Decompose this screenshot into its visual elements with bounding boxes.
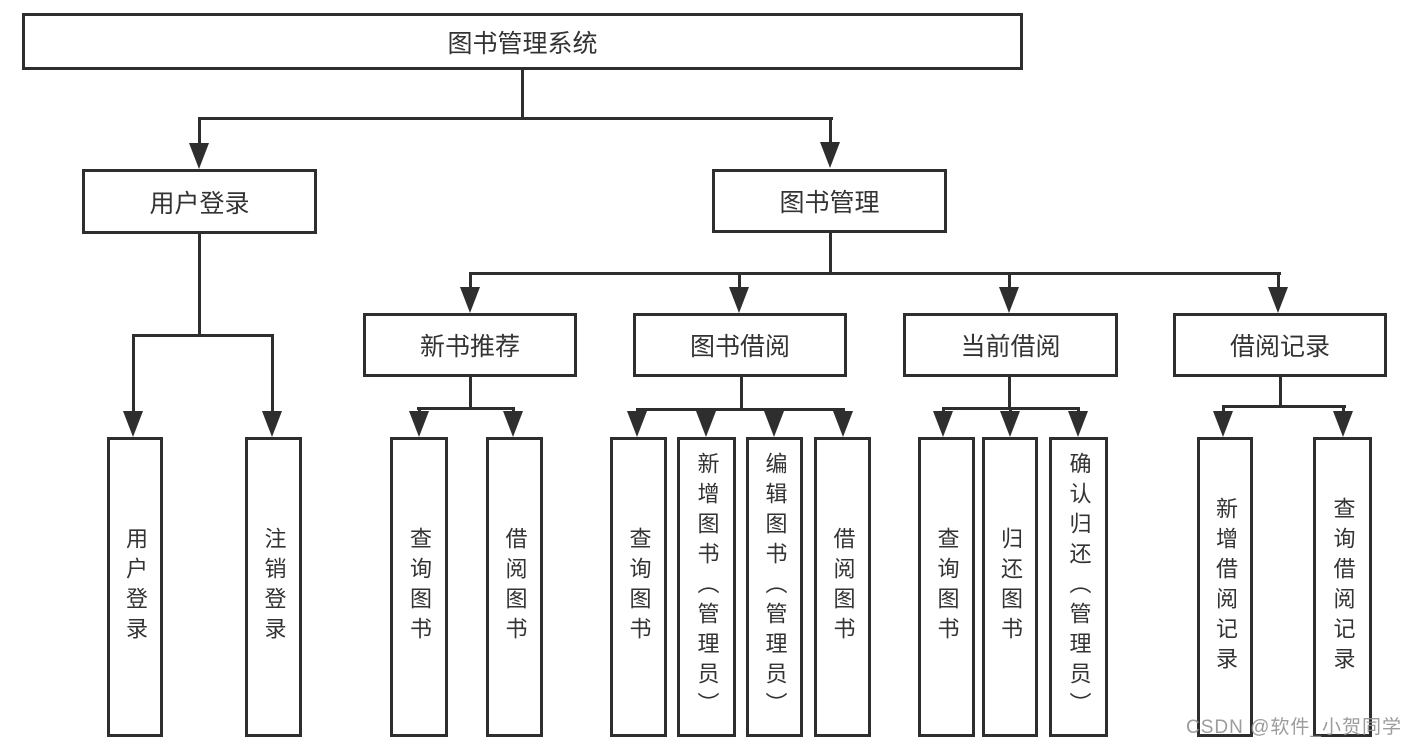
node-label: 图书管理 (779, 189, 880, 217)
connector-line (636, 408, 845, 411)
connector-line (521, 69, 524, 120)
leaf-return-books: 归还图书 (982, 437, 1038, 737)
arrowhead-down-icon (1333, 411, 1353, 437)
connector-line (1008, 272, 1011, 290)
leaf-label: 用户登录 (123, 527, 148, 647)
node-book-management: 图书管理 (712, 169, 947, 233)
arrowhead-down-icon (1000, 411, 1020, 437)
leaf-label: 注销登录 (261, 527, 287, 647)
arrowhead-down-icon (189, 143, 209, 169)
arrowhead-down-icon (409, 411, 429, 437)
leaf-label: 归还图书 (998, 527, 1023, 647)
arrowhead-down-icon (764, 411, 784, 437)
leaf-label: 确认归还（管理员） (1066, 452, 1092, 722)
leaf-query-borrow-record: 查询借阅记录 (1313, 437, 1372, 737)
leaf-label: 新增图书（管理员） (694, 452, 720, 722)
connector-line (469, 272, 1281, 275)
connector-line (829, 233, 832, 275)
arrowhead-down-icon (1213, 411, 1233, 437)
node-borrowing-records: 借阅记录 (1173, 313, 1387, 377)
leaf-add-books-admin: 新增图书（管理员） (677, 437, 736, 737)
arrowhead-down-icon (503, 411, 523, 437)
arrowhead-down-icon (123, 411, 143, 437)
connector-line (738, 272, 741, 290)
connector-line (132, 334, 274, 337)
connector-line (198, 117, 201, 149)
connector-line (198, 117, 833, 120)
connector-line (271, 334, 274, 414)
leaf-borrow-books: 借阅图书 (814, 437, 871, 737)
leaf-query-books-recommend: 查询图书 (390, 437, 448, 737)
leaf-edit-books-admin: 编辑图书（管理员） (746, 437, 803, 737)
leaf-query-books-current: 查询图书 (918, 437, 975, 737)
connector-line (469, 272, 472, 290)
leaf-label: 编辑图书（管理员） (762, 452, 788, 722)
arrowhead-down-icon (729, 287, 749, 313)
leaf-label: 借阅图书 (502, 527, 528, 647)
connector-line (417, 407, 515, 410)
leaf-label: 查询图书 (626, 527, 652, 647)
connector-line (1222, 405, 1346, 408)
connector-line (740, 377, 743, 411)
arrowhead-down-icon (262, 411, 282, 437)
node-current-borrowing: 当前借阅 (903, 313, 1118, 377)
leaf-logout: 注销登录 (245, 437, 302, 737)
leaf-query-books-borrow: 查询图书 (610, 437, 667, 737)
arrowhead-down-icon (460, 287, 480, 313)
leaf-add-borrow-record: 新增借阅记录 (1197, 437, 1253, 737)
leaf-borrow-books-recommend: 借阅图书 (486, 437, 543, 737)
leaf-label: 查询图书 (934, 527, 960, 647)
leaf-confirm-return-admin: 确认归还（管理员） (1049, 437, 1108, 737)
connector-line (829, 117, 832, 148)
connector-line (1277, 272, 1280, 290)
arrowhead-down-icon (933, 411, 953, 437)
node-user-login: 用户登录 (82, 169, 317, 234)
node-label: 新书推荐 (419, 333, 520, 361)
node-label: 图书借阅 (689, 333, 790, 361)
connector-line (198, 233, 201, 337)
leaf-label: 查询借阅记录 (1330, 497, 1356, 677)
connector-line (132, 334, 135, 414)
arrowhead-down-icon (999, 287, 1019, 313)
node-label: 图书管理系统 (447, 29, 598, 58)
watermark: CSDN @软件_小贺同学 (1186, 717, 1402, 738)
connector-line (1279, 377, 1282, 408)
node-label: 当前借阅 (960, 333, 1061, 361)
node-label: 借阅记录 (1229, 333, 1330, 361)
node-library-management-system: 图书管理系统 (22, 13, 1023, 70)
arrowhead-down-icon (696, 411, 716, 437)
leaf-label: 查询图书 (407, 527, 432, 647)
connector-line (1342, 405, 1345, 415)
arrowhead-down-icon (1268, 287, 1288, 313)
connector-line (1008, 377, 1011, 410)
node-new-book-recommendation: 新书推荐 (363, 313, 577, 377)
arrowhead-down-icon (627, 411, 647, 437)
arrowhead-down-icon (820, 142, 840, 168)
node-label: 用户登录 (149, 189, 250, 218)
arrowhead-down-icon (1068, 411, 1088, 437)
connector-line (469, 377, 472, 410)
node-book-borrowing: 图书借阅 (633, 313, 847, 377)
connector-line (1222, 405, 1225, 415)
leaf-user-login: 用户登录 (107, 437, 163, 737)
leaf-label: 新增借阅记录 (1213, 497, 1238, 677)
leaf-label: 借阅图书 (830, 527, 856, 647)
arrowhead-down-icon (833, 411, 853, 437)
